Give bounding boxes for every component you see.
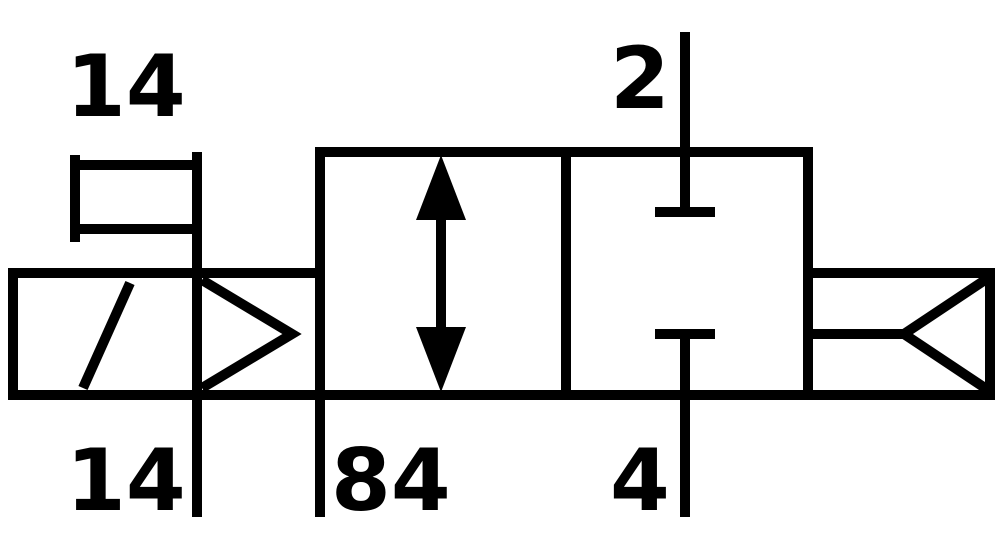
flow-arrow-bidirectional xyxy=(416,155,466,392)
flow-arrow-head-up xyxy=(416,155,466,220)
manual-override-actuator xyxy=(70,155,197,242)
pilot-top-label: 14 xyxy=(66,37,186,137)
pilot-triangle xyxy=(199,275,302,393)
port-2-label: 2 xyxy=(610,29,670,129)
port-4-label: 4 xyxy=(610,431,670,531)
pilot-bottom-label: 14 xyxy=(66,431,186,531)
flow-arrow-head-down xyxy=(416,327,466,392)
solenoid-actuator xyxy=(8,268,302,400)
port-84-label: 84 xyxy=(331,431,451,531)
blocked-ports xyxy=(655,32,715,517)
spring-return xyxy=(803,268,995,400)
solenoid-coil-diagonal xyxy=(78,280,135,391)
valve-body xyxy=(315,32,813,517)
spring-chevron xyxy=(894,273,991,395)
